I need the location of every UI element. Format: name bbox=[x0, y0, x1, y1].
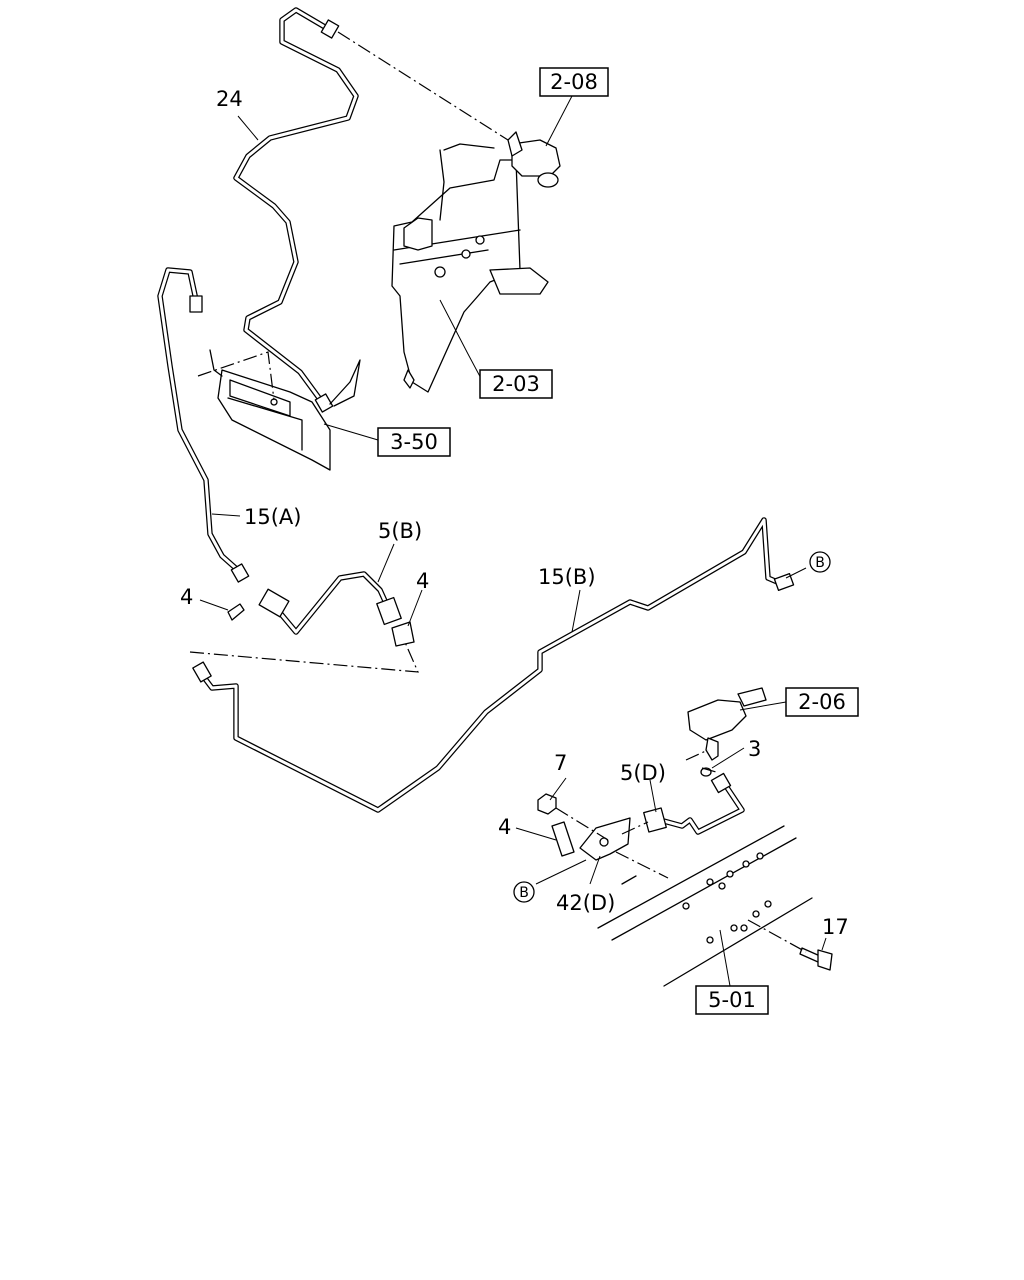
label-3: 3 bbox=[748, 737, 761, 761]
clutch-master-2-06 bbox=[687, 687, 767, 761]
ref-box-2-08[interactable]: 2-08 bbox=[539, 67, 609, 97]
bracket-3-50 bbox=[209, 349, 331, 471]
pipe-15b bbox=[192, 517, 795, 813]
ref-3-50-text: 3-50 bbox=[390, 430, 438, 454]
label-7: 7 bbox=[554, 751, 567, 775]
label-4-right: 4 bbox=[416, 569, 429, 593]
label-42d: 42(D) bbox=[556, 891, 615, 915]
clip-4-right bbox=[391, 621, 415, 647]
ref-5-01-text: 5-01 bbox=[708, 988, 756, 1012]
leader-lines bbox=[199, 95, 827, 987]
label-5d: 5(D) bbox=[620, 761, 666, 785]
clip-4-lower bbox=[551, 821, 575, 857]
ref-2-08-text: 2-08 bbox=[550, 70, 598, 94]
connector-b-lower-text: B bbox=[519, 885, 529, 901]
nut-7 bbox=[537, 793, 557, 815]
label-15b: 15(B) bbox=[538, 565, 596, 589]
pipe-24 bbox=[233, 7, 361, 413]
ref-box-5-01[interactable]: 5-01 bbox=[695, 985, 769, 1015]
label-4-left: 4 bbox=[180, 585, 193, 609]
pedal-assembly bbox=[391, 143, 549, 393]
label-15a: 15(A) bbox=[244, 505, 301, 529]
connector-b-upper: B bbox=[809, 551, 831, 573]
label-17: 17 bbox=[822, 915, 849, 939]
bolt-17 bbox=[799, 947, 833, 971]
pipe-15a bbox=[157, 267, 250, 583]
ref-box-3-50[interactable]: 3-50 bbox=[377, 427, 451, 457]
ref-2-03-text: 2-03 bbox=[492, 372, 540, 396]
connector-b-lower: B bbox=[513, 881, 535, 903]
ref-box-2-06[interactable]: 2-06 bbox=[785, 687, 859, 717]
master-cylinder-2-08 bbox=[507, 131, 561, 188]
ref-2-06-text: 2-06 bbox=[798, 690, 846, 714]
bracket-42d bbox=[579, 817, 631, 861]
label-24: 24 bbox=[216, 87, 243, 111]
connector-b-upper-text: B bbox=[815, 555, 825, 571]
label-5b: 5(B) bbox=[378, 519, 422, 543]
assembly-lines bbox=[189, 31, 807, 953]
ref-box-2-03[interactable]: 2-03 bbox=[479, 369, 553, 399]
frame-5-01 bbox=[597, 825, 813, 987]
clip-4-left bbox=[227, 603, 245, 621]
hose-5b bbox=[258, 571, 402, 635]
label-4-lower: 4 bbox=[498, 815, 511, 839]
